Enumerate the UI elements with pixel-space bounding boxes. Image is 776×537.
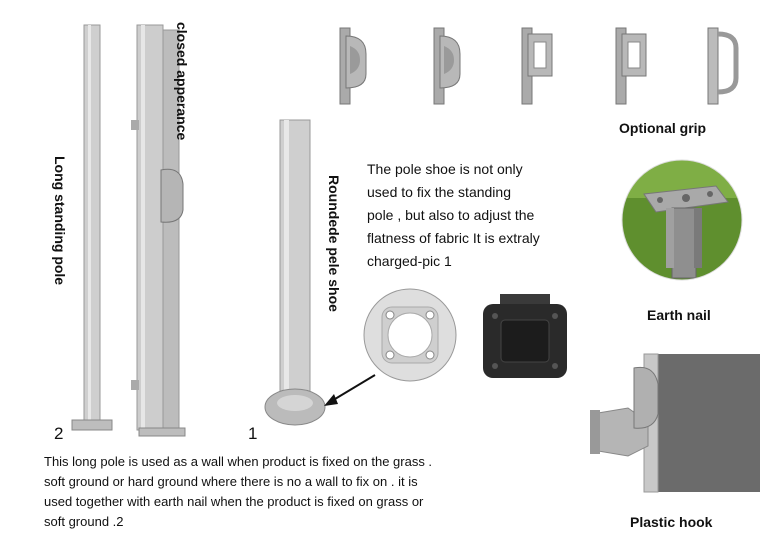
arrow-icon — [324, 374, 376, 406]
long-standing-pole-label: Long standing pole — [52, 156, 68, 286]
figure-number-2: 2 — [54, 424, 64, 443]
earth-nail-icon — [621, 159, 743, 281]
long-pole-description: This long pole is used as a wall when pr… — [44, 452, 514, 532]
grip-icon — [707, 27, 739, 105]
pole-shoe-text-line: used to fix the standing — [367, 184, 511, 200]
plastic-base-icon — [483, 294, 567, 378]
grip-icon — [521, 27, 553, 105]
pole-shoe-icon — [363, 288, 457, 382]
grip-icon — [433, 27, 461, 105]
pole-shoe-text-line: The pole shoe is not only — [367, 161, 523, 177]
grip-icon — [339, 27, 367, 105]
optional-grip-label: Optional grip — [619, 120, 707, 136]
grip-icon — [615, 27, 647, 105]
long-pole-text-line: used together with earth nail when the p… — [44, 494, 424, 509]
rounded-pole-shoe-label: Roundede pele shoe — [326, 175, 342, 312]
hook-icon — [590, 353, 760, 493]
plastic-hook-label: Plastic hook — [630, 514, 713, 530]
pole-shoe-text-line: charged-pic 1 — [367, 253, 452, 269]
long-pole-text-line: soft ground .2 — [44, 514, 124, 529]
pole-shoe-description: The pole shoe is not only used to fix th… — [367, 158, 577, 273]
long-standing-pole-image — [71, 24, 113, 431]
long-pole-text-line: This long pole is used as a wall when pr… — [44, 454, 433, 469]
closed-appearance-image — [131, 24, 186, 437]
pole-shoe-text-line: pole , but also to adjust the — [367, 207, 535, 223]
figure-number-1: 1 — [248, 424, 258, 443]
earth-nail-label: Earth nail — [647, 307, 711, 323]
pole-shoe-text-line: flatness of fabric It is extraly — [367, 230, 540, 246]
closed-appearance-label: closed apperance — [174, 22, 190, 141]
rounded-pole-image — [264, 119, 326, 426]
long-pole-text-line: soft ground or hard ground where there i… — [44, 474, 418, 489]
